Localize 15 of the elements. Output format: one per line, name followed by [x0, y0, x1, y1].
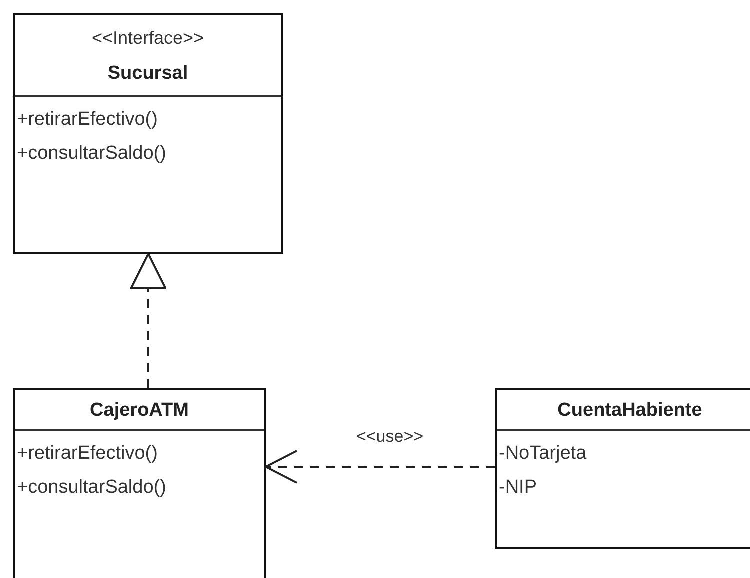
class-box [13, 388, 266, 578]
class-box [13, 13, 283, 254]
class-box [495, 388, 750, 549]
class-name: CajeroATM [90, 398, 189, 422]
dependency-arrow [265, 450, 495, 484]
stereotype-label: <<Interface>> [92, 27, 204, 50]
class-name: Sucursal [108, 62, 188, 86]
class-member: -NoTarjeta [499, 442, 588, 466]
realization-arrow [130, 253, 166, 388]
class-member: +consultarSaldo() [17, 476, 168, 500]
class-name: CuentaHabiente [558, 398, 702, 422]
class-member: +consultarSaldo() [17, 142, 168, 166]
class-member: +retirarEfectivo() [17, 442, 159, 466]
class-member: -NIP [499, 476, 538, 500]
class-member: +retirarEfectivo() [17, 108, 159, 132]
